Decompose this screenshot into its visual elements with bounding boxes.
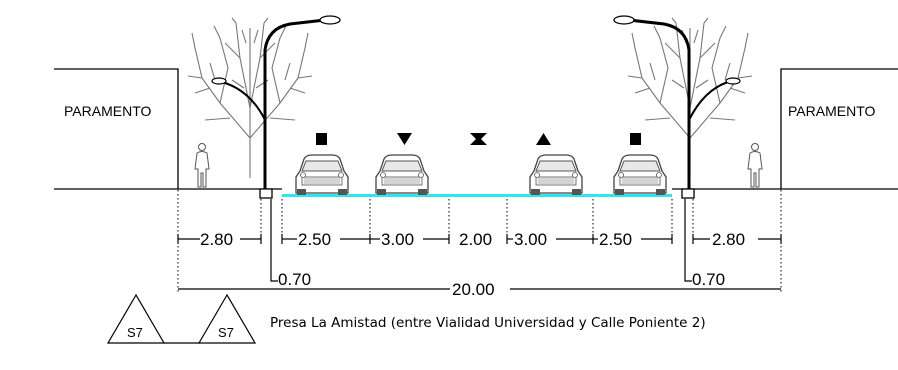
lane-marker-hourglass-icon xyxy=(470,133,487,145)
building-label-left: PARAMENTO xyxy=(64,103,151,119)
lane-marker-triangle-up-icon xyxy=(536,133,551,145)
dim-line-curb-left xyxy=(270,199,278,282)
pedestrian-right-icon xyxy=(747,143,763,188)
section-caption: Presa La Amistad (entre Vialidad Univers… xyxy=(270,315,706,331)
street-lamp-left-icon xyxy=(211,15,341,199)
car-lane-1-icon xyxy=(295,154,349,196)
car-lane-4-icon xyxy=(613,154,667,196)
section-tag-right: S7 xyxy=(197,293,257,344)
building-label-right: PARAMENTO xyxy=(788,103,875,119)
svg-text:S7: S7 xyxy=(127,325,143,340)
pedestrian-left-icon xyxy=(194,143,210,188)
section-tag-left: S7 xyxy=(106,293,166,344)
ground-line xyxy=(54,68,898,190)
dim-curb-right: 0.70 xyxy=(692,270,725,289)
lane-marker-square-icon xyxy=(630,133,641,145)
dim-line-curb-right xyxy=(684,199,692,282)
dim-lane-right-inner: 3.00 xyxy=(514,230,547,249)
street-lamp-right-icon xyxy=(613,15,741,199)
dim-median: 2.00 xyxy=(459,230,492,249)
dim-curb-left: 0.70 xyxy=(278,270,311,289)
dimension-line-main xyxy=(177,234,782,244)
dim-lane-left-inner: 3.00 xyxy=(381,230,414,249)
svg-text:S7: S7 xyxy=(218,325,234,340)
car-lane-3-icon xyxy=(529,154,583,196)
dim-sidewalk-left: 2.80 xyxy=(200,230,233,249)
lane-marker-triangle-down-icon xyxy=(397,133,412,145)
dim-lane-right-outer: 2.50 xyxy=(599,230,632,249)
dim-lane-left-outer: 2.50 xyxy=(298,230,331,249)
car-lane-2-icon xyxy=(375,154,429,196)
extension-lines xyxy=(177,190,782,292)
dim-sidewalk-right: 2.80 xyxy=(712,230,745,249)
lane-marker-square-icon xyxy=(316,133,327,145)
roadway-surface xyxy=(282,194,672,197)
dim-total: 20.00 xyxy=(452,280,495,299)
